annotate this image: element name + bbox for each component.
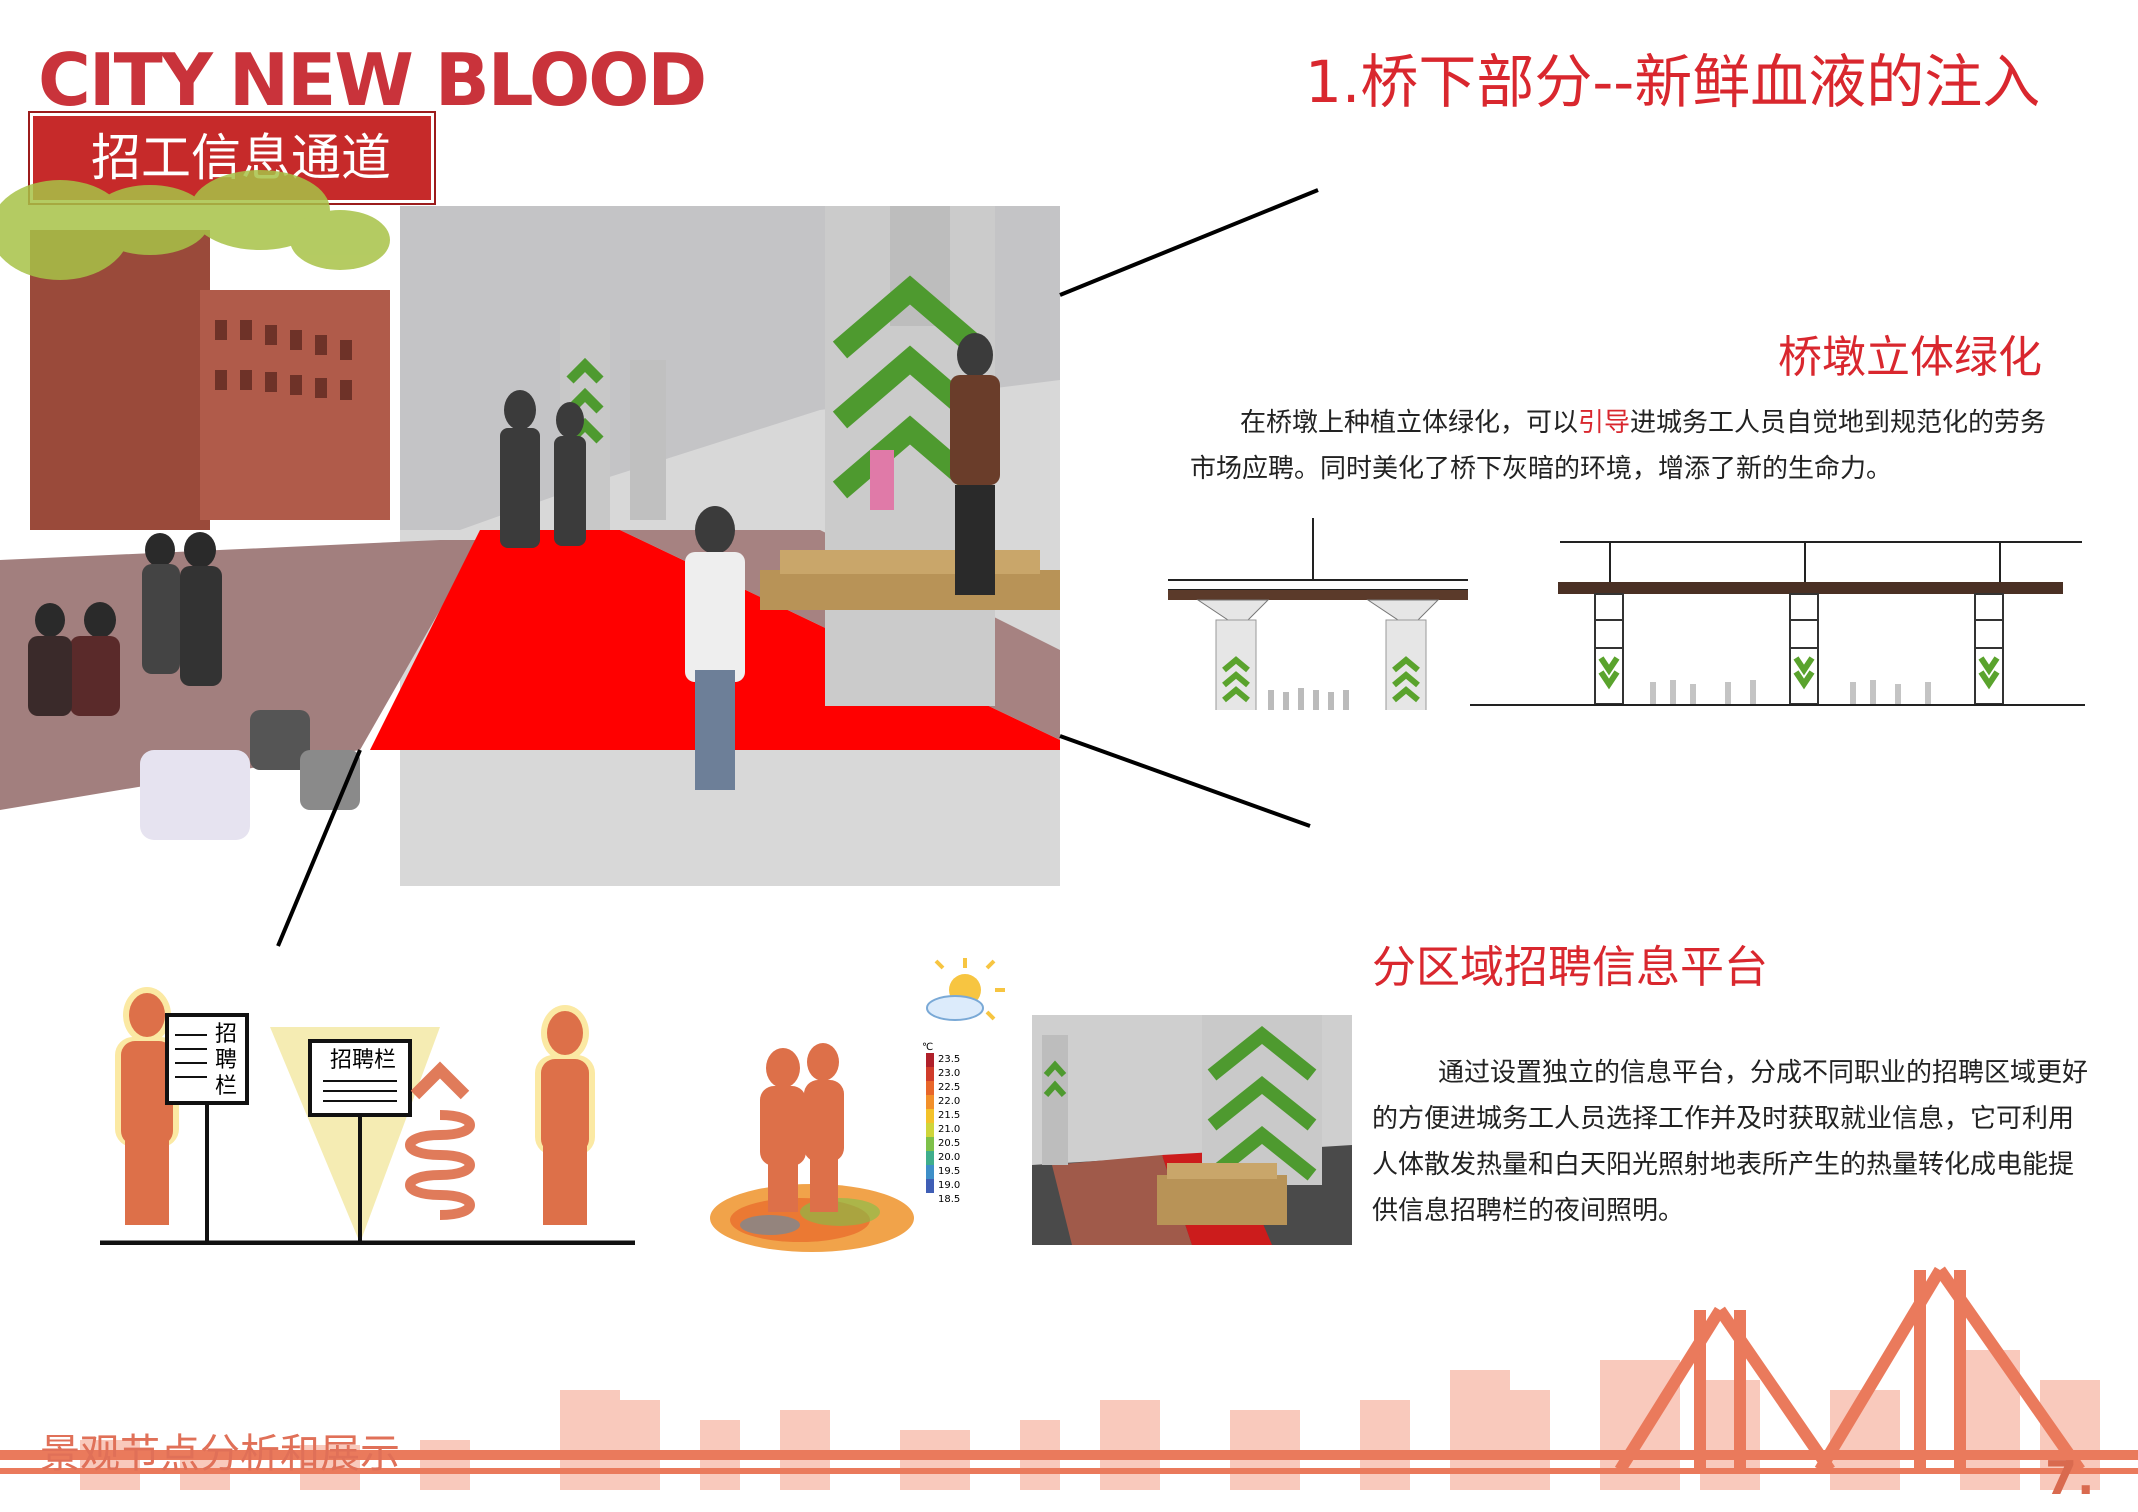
bridge-section-diagram: [1168, 518, 1468, 710]
tree-foliage: [0, 170, 390, 280]
page-title: 1.桥下部分--新鲜血液的注入: [1305, 42, 2040, 122]
recruitment-platform-rendering: [1032, 1015, 1352, 1245]
building-windows: [215, 320, 352, 400]
greening-text-before: 在桥墩上种植立体绿化，可以: [1240, 408, 1579, 438]
temp-label-4: 21.5: [938, 1110, 960, 1121]
temp-label-5: 21.0: [938, 1124, 960, 1135]
pedestrians: [500, 333, 1000, 790]
recruitment-title: 分区域招聘信息平台: [1372, 942, 1768, 993]
callout-line-bottom: [1059, 734, 1311, 828]
energy-coil-icon: [405, 1061, 475, 1220]
seated-workers: [28, 532, 360, 840]
temp-label-8: 19.5: [938, 1166, 960, 1177]
temp-label-10: 18.5: [938, 1194, 960, 1205]
bridge-tower-icon: [1614, 1266, 2085, 1474]
wooden-platform-top: [780, 550, 1040, 574]
footer-band-bottom: [0, 1468, 2138, 1474]
person-pair-icon: [760, 1043, 844, 1212]
footer-band-top: [0, 1450, 2138, 1460]
recruitment-text: 通过设置独立的信息平台，分成不同职业的招聘区域更好的方便进城务工人员选择工作并及…: [1372, 1058, 2089, 1226]
vertical-sign-board: [165, 1013, 249, 1105]
temp-label-6: 20.5: [938, 1138, 960, 1149]
temp-unit: ℃: [922, 1042, 933, 1053]
person-icon-left: [115, 987, 179, 1225]
callout-line-left: [276, 749, 362, 947]
temp-scale-bar: [926, 1053, 934, 1193]
footer-section-label: 景观节点分析和展示: [40, 1431, 400, 1477]
temp-label-7: 20.0: [938, 1152, 960, 1163]
greening-title: 桥墩立体绿化: [1778, 332, 2042, 383]
temp-label-0: 23.5: [938, 1054, 960, 1065]
wooden-platform: [760, 570, 1060, 610]
main-rendering: [0, 170, 1319, 947]
bridge-elevation-diagram: [1470, 541, 2085, 706]
temp-label-9: 19.0: [938, 1180, 960, 1191]
sign-char-1: 招: [215, 1022, 237, 1047]
logo-word-city: CITY: [38, 38, 213, 122]
callout-line-top: [1059, 188, 1319, 297]
temp-label-1: 23.0: [938, 1068, 960, 1079]
sun-cloud-icon: [926, 958, 1005, 1021]
recruitment-description: 通过设置独立的信息平台，分成不同职业的招聘区域更好的方便进城务工人员选择工作并及…: [1372, 1050, 2092, 1234]
sign-char-2: 聘: [215, 1048, 237, 1073]
horizontal-sign-board: [308, 1039, 412, 1117]
temp-label-3: 22.0: [938, 1096, 960, 1107]
heat-energy-diagram: ℃ 23.5 23.0 22.5 22.0 21.5 21.0 20.5 20.…: [710, 958, 1005, 1252]
temp-label-2: 22.5: [938, 1082, 960, 1093]
page-number: 7.: [2045, 1451, 2095, 1505]
recruitment-board-diagram: 招 聘 栏 招聘栏: [100, 987, 635, 1245]
greening-text-highlight: 引导: [1578, 408, 1631, 438]
person-icon-right: [535, 1005, 595, 1225]
logo-word-new-blood: NEW BLOOD: [228, 38, 707, 122]
greening-text-after: 进城务工人员自觉地到规范化的劳务市场应聘。同时美化了桥下灰暗的环境，增添了新的生…: [1190, 408, 2047, 484]
brick-building-row: [200, 290, 390, 520]
pavement-left: [0, 540, 480, 810]
horizontal-sign-label: 招聘栏: [330, 1048, 396, 1073]
footer-skyline: [0, 1266, 2138, 1490]
section-title-text: 1.桥下部分--新鲜血液的注入: [1305, 48, 2041, 116]
sign-char-3: 栏: [215, 1074, 237, 1099]
greening-description: 在桥墩上种植立体绿化，可以引导进城务工人员自觉地到规范化的劳务市场应聘。同时美化…: [1190, 400, 2070, 492]
